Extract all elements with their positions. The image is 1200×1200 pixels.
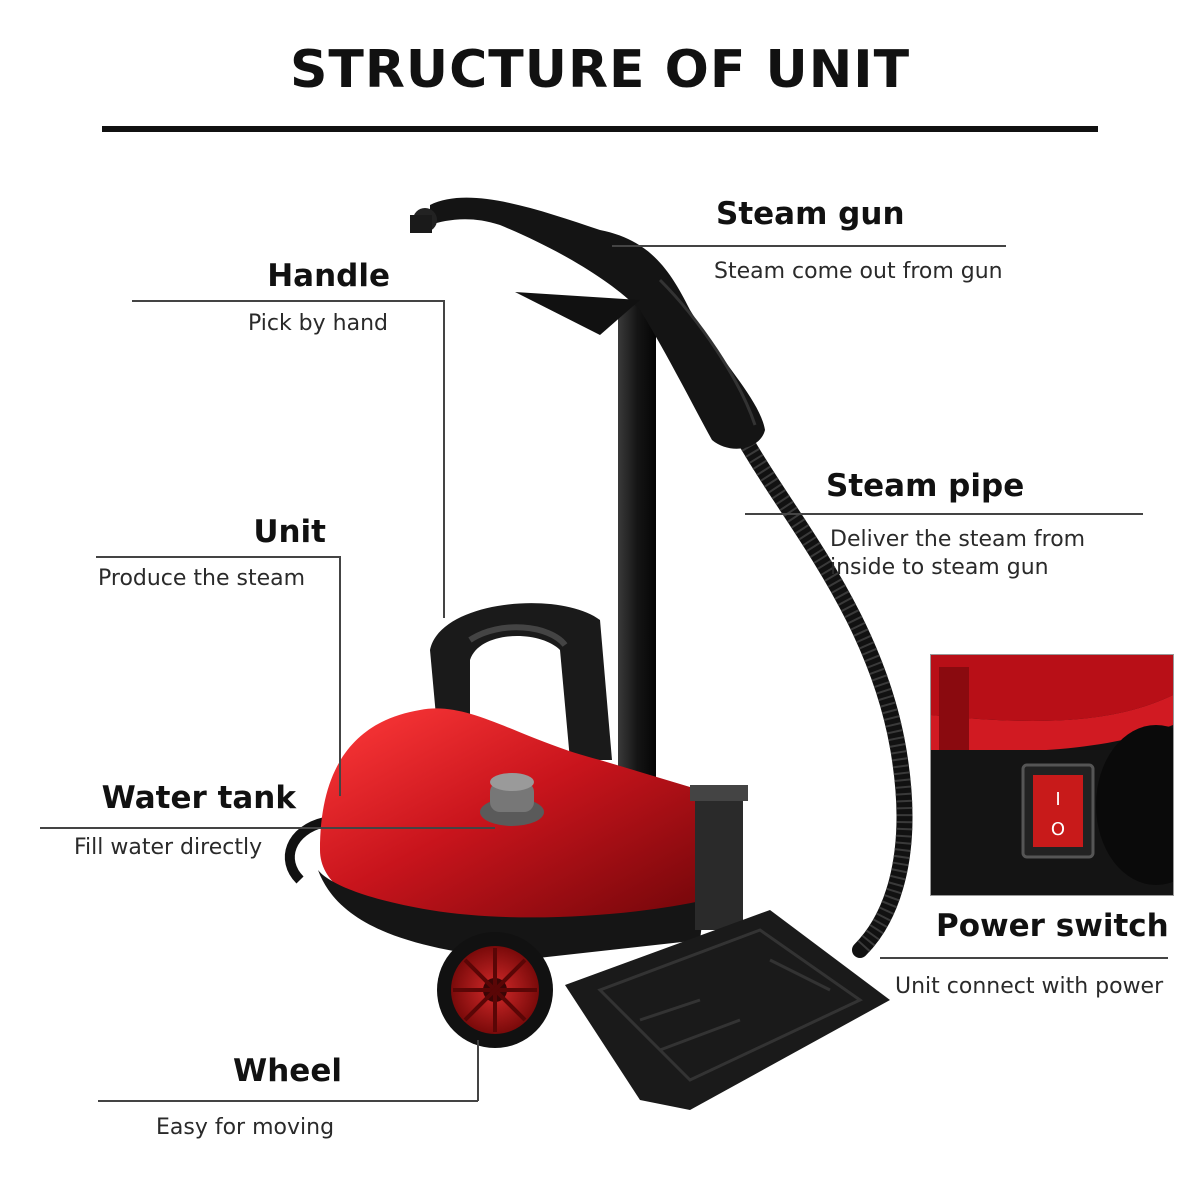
handle-pole <box>618 300 656 820</box>
floor-brush <box>565 910 890 1110</box>
unit-base <box>318 870 705 960</box>
steam-gun-desc: Steam come out from gun <box>714 259 1003 284</box>
wheel-label: Wheel <box>233 1053 342 1089</box>
unit-desc: Produce the steam <box>98 566 306 591</box>
svg-text:I: I <box>1055 789 1060 810</box>
water-tank-label: Water tank <box>101 780 296 816</box>
water-tank-desc: Fill water directly <box>74 835 263 860</box>
unit-leader <box>339 556 341 796</box>
title-divider <box>102 126 1098 132</box>
water-tank-rule <box>40 827 495 829</box>
power-switch-desc: Unit connect with power <box>895 974 1164 999</box>
page-title: STRUCTURE OF UNIT <box>289 40 911 100</box>
svg-text:O: O <box>1051 819 1065 840</box>
steam-pipe-desc-line2: inside to steam gun <box>830 555 1049 580</box>
steam-gun-rule <box>612 245 1006 247</box>
steam-gun-label: Steam gun <box>716 196 905 232</box>
handle-label: Handle <box>267 258 390 294</box>
unit-rule <box>96 556 340 558</box>
power-switch-label: Power switch <box>936 908 1169 944</box>
steam-pipe-label: Steam pipe <box>826 468 1025 504</box>
wheel-desc: Easy for moving <box>156 1115 335 1140</box>
handle-rule <box>132 300 444 302</box>
handle-desc: Pick by hand <box>247 311 388 336</box>
unit-label: Unit <box>253 514 326 550</box>
steam-pipe-hose <box>737 432 913 958</box>
steam-pipe-desc-line1: Deliver the steam from <box>830 527 1086 552</box>
wheel-leader <box>477 1040 479 1101</box>
power-switch-inset: I O <box>930 654 1174 896</box>
steam-pipe-rule <box>745 513 1143 515</box>
handle-leader <box>443 300 445 618</box>
power-switch-rule <box>880 957 1168 959</box>
wheel-rule <box>98 1100 478 1102</box>
